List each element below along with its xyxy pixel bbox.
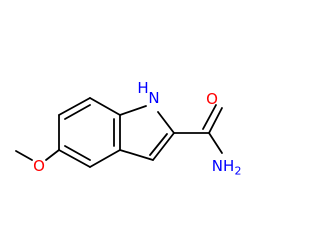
bond-c5-c4 bbox=[58, 149, 91, 168]
bond-c7a-n1 bbox=[119, 105, 147, 116]
bond-c-nh2 bbox=[208, 132, 223, 154]
amide-subscript-label: 2 bbox=[235, 165, 242, 178]
bond-c7a-c7 bbox=[89, 97, 121, 116]
bond-c3-c3a bbox=[119, 149, 154, 161]
molecule-drawing: H N O NH 2 O bbox=[15, 79, 242, 178]
ether-oxygen-label: O bbox=[33, 157, 45, 175]
bond-c-o-double-2 bbox=[202, 104, 217, 130]
bond-c5-o bbox=[45, 149, 60, 161]
carbonyl-oxygen-label: O bbox=[206, 90, 218, 108]
bond-o-ch3 bbox=[15, 150, 33, 161]
bond-c-o-double-1 bbox=[208, 107, 223, 134]
double-bond-c7-c6 bbox=[64, 104, 91, 120]
double-bond-c2-c3 bbox=[149, 133, 168, 156]
structure-canvas: H N O NH 2 O bbox=[15, 79, 242, 178]
nh-hydrogen-label: H bbox=[137, 79, 148, 97]
nitrogen-label: N bbox=[148, 89, 159, 107]
bond-c2-c3 bbox=[152, 132, 175, 161]
amide-nh-label: NH bbox=[212, 157, 235, 175]
double-bond-c5-c4 bbox=[64, 145, 91, 161]
bond-c4-c3a bbox=[89, 149, 121, 168]
bond-n1-c2 bbox=[157, 111, 175, 134]
bond-c7-c6 bbox=[58, 97, 91, 116]
